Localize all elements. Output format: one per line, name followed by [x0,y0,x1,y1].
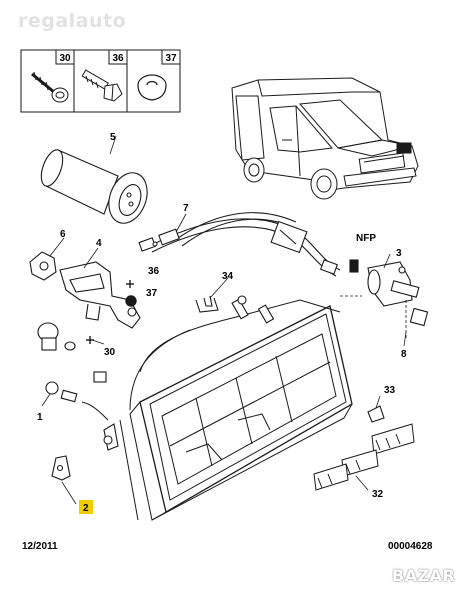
footer-date: 12/2011 [22,541,58,552]
callout-36: 36 [148,266,160,277]
part-33-strip-icon [367,405,385,423]
callout-4: 4 [96,238,102,249]
callout-2-highlight [79,500,93,514]
box-label-37: 37 [165,53,177,64]
part-34-clip-icon [195,295,219,313]
small-parts-box [20,49,181,113]
mounting-studs [93,295,275,451]
screw-30-icon [31,71,69,103]
callout-2: 2 [83,503,89,514]
bulb-socket-icon [37,322,76,351]
callout-7: 7 [183,203,189,214]
part-2-clip-icon [51,455,71,481]
fastener-markers [86,280,137,344]
adjuster-cable-icon [138,212,359,277]
part-5-tube-icon [40,149,148,224]
part-32-label-set-icon [313,423,415,491]
callout-37: 37 [146,288,158,299]
van-headlight [396,142,412,154]
part-3-adjuster-icon [367,261,429,327]
footer-code: 00004628 [388,541,433,552]
headlamp-unit-icon [119,299,353,521]
van-icon [231,77,419,200]
callout-3: 3 [396,248,402,259]
callout-8: 8 [401,349,407,360]
bazar-logo: BAZAR [392,566,456,585]
callout-6: 6 [60,229,66,240]
leader-lines [41,135,407,505]
bolt-36-icon [81,69,123,102]
guide-lines [340,295,407,340]
callout-5: 5 [110,132,116,143]
box-label-36: 36 [112,53,124,64]
part-6-knob-icon [29,251,57,281]
callout-32: 32 [372,489,384,500]
watermark-text: regalauto [18,10,127,32]
callout-34: 34 [222,271,234,282]
callout-1: 1 [37,412,43,423]
callout-nfp: NFP [356,233,376,244]
part-1-adjuster-screw-icon [45,381,109,421]
washer-37-icon [137,74,167,101]
callout-30-bottom: 30 [104,347,116,358]
box-label-30: 30 [59,53,71,64]
callout-33: 33 [384,385,396,396]
part-4-bracket-icon [59,261,141,329]
